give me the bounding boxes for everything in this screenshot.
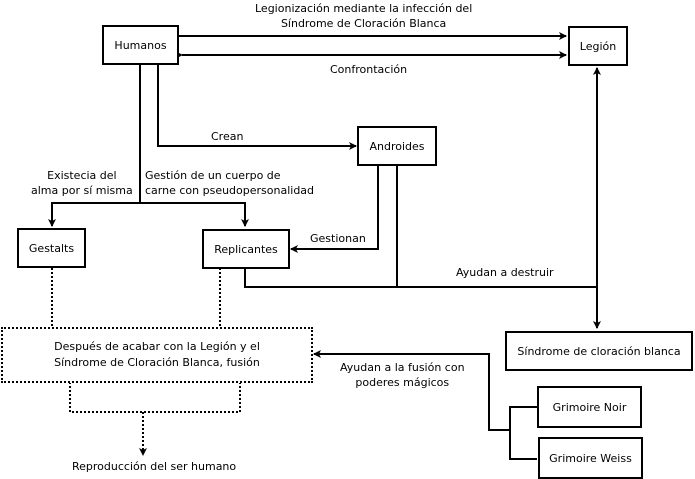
edge-gestionan <box>290 165 379 253</box>
node-legion: Legión <box>568 26 628 66</box>
fusion-line-1: Después de acabar con la Legión y el <box>54 340 260 353</box>
label-existencia: Existecia del alma por sí misma <box>31 169 133 197</box>
edge-to-gestalts <box>48 202 140 227</box>
node-grimoire-weiss: Grimoire Weiss <box>538 437 643 479</box>
edge-to-replicantes <box>140 202 249 227</box>
label-legionizacion: Legionización mediante la infección del … <box>255 2 473 30</box>
node-sindrome: Síndrome de cloración blanca <box>505 331 693 371</box>
label-crean: Crean <box>211 130 244 143</box>
node-androides: Androides <box>357 126 437 166</box>
node-grimoire-noir: Grimoire Noir <box>537 386 642 428</box>
label-ayudan-destruir: Ayudan a destruir <box>456 266 554 279</box>
node-reproduccion: Reproducción del ser humano <box>72 460 237 473</box>
fusion-line-2: Síndrome de Cloración Blanca, fusión <box>54 356 260 369</box>
node-gestalts: Gestalts <box>17 228 86 268</box>
edge-crean <box>157 63 357 150</box>
edge-ayudan-fusion <box>509 406 537 460</box>
label-confrontacion: Confrontación <box>330 63 408 76</box>
edge-ayudan-destruir <box>244 269 597 288</box>
node-humanos: Humanos <box>102 25 179 65</box>
node-fusion: Después de acabar con la Legión y el Sín… <box>1 327 313 383</box>
label-gestion-cuerpo: Gestión de un cuerpo de carne con pseudo… <box>145 169 315 197</box>
node-replicantes: Replicantes <box>202 229 290 269</box>
label-ayudan-fusion: Ayudan a la fusión con poderes mágicos <box>340 361 465 389</box>
label-gestionan: Gestionan <box>310 232 366 245</box>
